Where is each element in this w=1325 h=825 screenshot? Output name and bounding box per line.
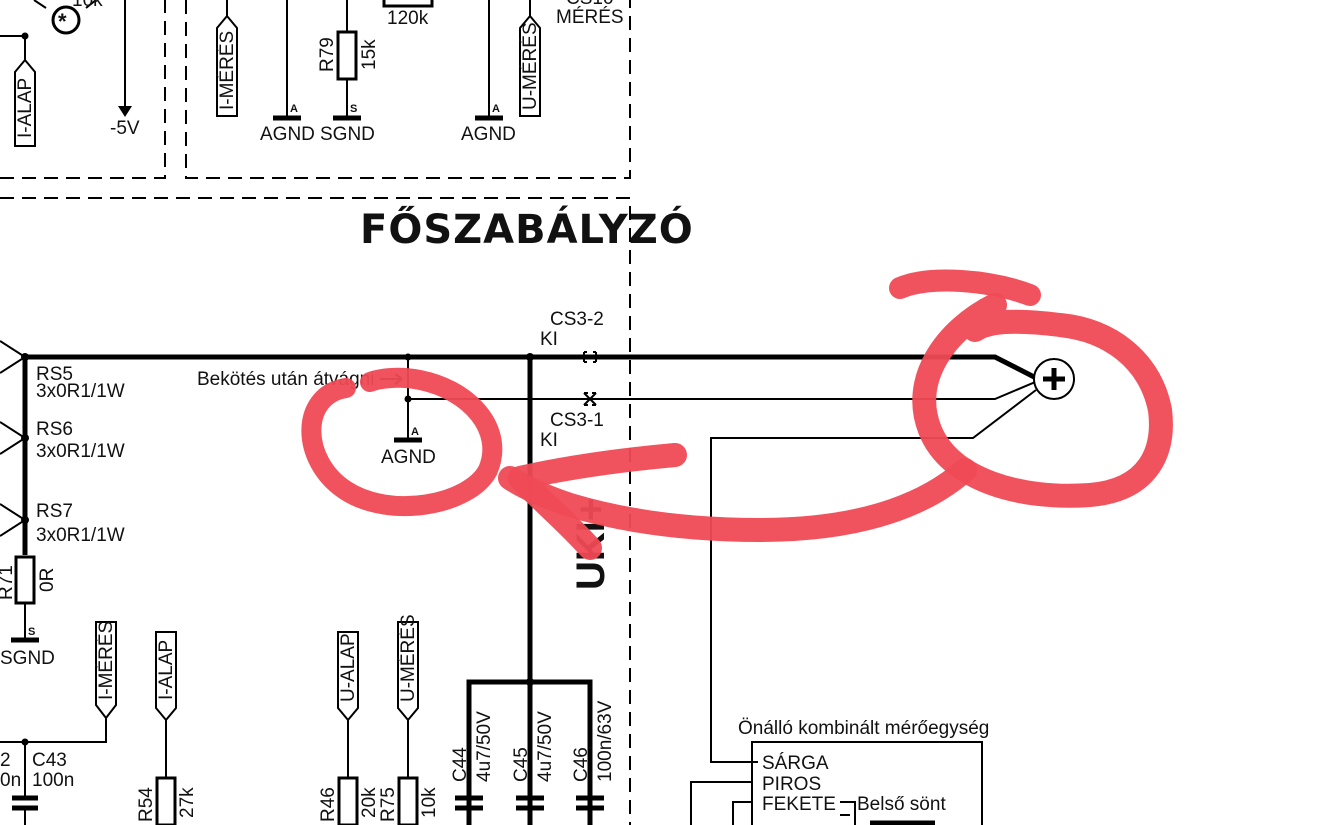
meres-label: MÉRÉS [556,7,624,28]
c45-capacitor [516,795,544,811]
frame-top-left [0,0,166,179]
ki-label-1: KI [540,329,558,350]
r46-resistor [337,776,359,825]
red-circle-agnd [301,367,503,517]
asterisk-icon: * [58,9,67,34]
i-meres-flag-bottom-label: I-MÉRÉS [96,621,117,700]
meter-sense-wire [710,389,1037,763]
trimmer-symbol-icon [51,5,81,35]
frame-main [0,197,631,825]
rs7-name: RS7 [36,501,73,522]
r54-value: 27k [177,787,198,818]
c46-capacitor [576,795,604,811]
i-alap-flag [14,58,36,147]
red-arrow-head-icon [508,443,687,560]
sgnd-label-1: SGND [320,124,375,145]
minus5v-label: -5V [110,118,140,139]
sgnd-tag-left: S [28,626,35,638]
u-meres-flag-bottom [397,621,419,722]
r75-name: R75 [378,787,399,822]
rs7-value: 3x0R1/1W [36,525,125,546]
c42-value-partial: 0n [0,770,21,791]
i-alap-flag-bottom-label: I-ALAP [156,640,177,700]
r79-name: R79 [317,37,338,72]
c45-value: 4u7/50V [535,711,556,782]
r46-name: R46 [318,787,339,822]
output-bus-wire [25,354,1042,383]
r54-resistor [155,776,177,825]
u-alap-flag-label: U-ALAP [338,633,359,702]
u-alap-flag [337,631,359,722]
meter-shunt-label: Belső sönt [857,794,946,815]
top-section: * 10k I-ALAP -5V I-MÉRÉS A AGND S R79 15… [0,0,624,147]
cs3-2-connector-icon [583,351,597,363]
rs6-value: 3x0R1/1W [36,441,125,462]
agnd-label-1: AGND [260,124,315,145]
sheet-title: FŐSZABÁLYZÓ [360,204,694,253]
red-stroke-top [889,269,1041,306]
r120k-value: 120k [387,8,429,29]
meter-box [751,741,983,825]
agnd-tag-2: A [492,103,500,115]
plus-terminal-icon [1043,368,1065,390]
u-meres-flag-bottom-label: U-MÉRÉS [398,614,419,702]
cs3-2-label: CS3-2 [550,309,604,330]
r71-name: R71 [0,565,17,600]
meter-pin-black: FEKETE [762,794,836,815]
partial-value-label: 10k [72,0,103,11]
rs5-value: 3x0R1/1W [36,381,125,402]
agnd-tag: A [290,103,298,115]
cs10-label: CS10 [566,0,614,9]
c43-value: 100n [32,770,74,791]
red-annotations [301,269,1173,560]
meter-pin-red: PIROS [762,774,821,795]
r79-resistor [336,30,358,81]
r71-resistor [14,555,36,605]
c46-name: C46 [571,747,592,782]
r71-value: 0R [37,568,58,592]
ki-label-2: KI [540,430,558,451]
meter-title: Önálló kombinált mérőegység [738,718,989,739]
sheet-frames [0,0,631,825]
r79-value: 15k [359,39,380,70]
meter-pin-yellow: SÁRGA [762,753,829,774]
i-meres-flag-top [216,14,238,117]
c42-name-partial: 2 [0,750,11,771]
c46-value: 100n/63V [595,700,616,782]
agnd-label-2: AGND [461,124,516,145]
i-alap-flag-bottom [155,631,177,722]
r54-name: R54 [136,787,157,822]
agnd-label-mid: AGND [381,447,436,468]
sense-wire [408,379,1041,400]
neg-supply-arrow-icon [118,106,132,117]
c44-capacitor [455,795,483,811]
rs6-name: RS6 [36,419,73,440]
sgnd-label-left: SGND [0,648,55,669]
r120k-resistor [382,0,434,8]
r75-value: 10k [419,787,440,818]
c44-value: 4u7/50V [474,711,495,782]
rs5-name: RS5 [36,364,73,385]
bottom-section: I-MÉRÉS 2 0n C43 100n I-ALAP R54 27k U-A… [0,614,616,825]
r75-resistor [397,776,419,825]
left-section: RS5 3x0R1/1W RS6 3x0R1/1W RS7 3x0R1/1W S… [0,340,125,669]
meter-unit: Önálló kombinált mérőegység SÁRGA PIROS … [690,718,989,825]
i-meres-flag-top-label: I-MÉRÉS [217,31,238,110]
frame-top-right [185,0,631,179]
cs3-1-label: CS3-1 [550,410,604,431]
c45-name: C45 [511,747,532,782]
u-meres-flag-top [519,14,541,117]
u-meres-flag-top-label: U-MÉRÉS [520,22,541,110]
r46-value: 20k [359,787,380,818]
cs3-1-connector-icon [583,392,597,406]
sgnd-tag: S [350,103,357,115]
i-alap-flag-label: I-ALAP [15,78,36,138]
red-circle-terminal [912,293,1173,508]
c44-name: C44 [450,747,471,782]
c43-name: C43 [32,750,67,771]
agnd-tag-mid: A [411,426,419,438]
i-meres-flag-bottom [95,621,117,720]
